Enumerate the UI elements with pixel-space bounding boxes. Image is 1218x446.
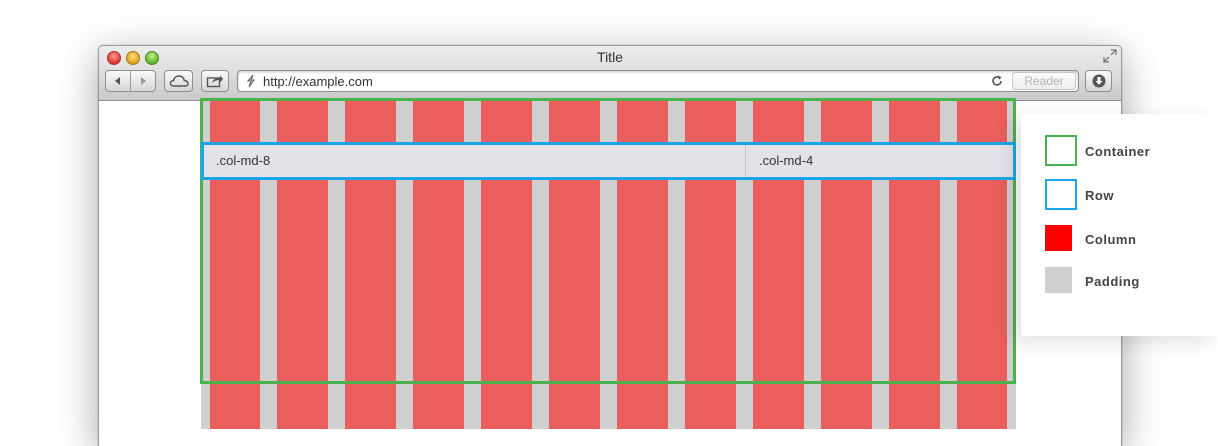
- col-md-4-label: .col-md-4: [759, 153, 814, 168]
- legend-label-row: Row: [1085, 188, 1114, 203]
- column-swatch: [1045, 225, 1072, 251]
- address-bar[interactable]: http://example.com Reader: [237, 70, 1079, 92]
- container-swatch: [1045, 135, 1077, 166]
- window-title: Title: [597, 49, 623, 65]
- zoom-window-button[interactable]: [145, 51, 159, 65]
- back-icon: [115, 77, 120, 85]
- grid-row: .col-md-8 .col-md-4: [201, 142, 1016, 180]
- reload-icon[interactable]: [990, 74, 1004, 88]
- legend-panel: Container Row Column Padding: [1021, 114, 1218, 336]
- close-window-button[interactable]: [107, 51, 121, 65]
- icloud-icon: [169, 75, 189, 87]
- legend-label-padding: Padding: [1085, 274, 1140, 289]
- title-bar: Title: [99, 46, 1121, 101]
- icloud-tabs-button[interactable]: [164, 70, 193, 92]
- fullscreen-icon[interactable]: [1103, 49, 1117, 63]
- forward-button[interactable]: [131, 71, 155, 91]
- downloads-icon: [1092, 74, 1105, 88]
- minimize-window-button[interactable]: [126, 51, 140, 65]
- col-md-8-label: .col-md-8: [216, 153, 271, 168]
- padding-swatch: [1045, 267, 1072, 293]
- downloads-button[interactable]: [1085, 70, 1112, 92]
- container-outline: [200, 98, 1016, 384]
- url-text[interactable]: http://example.com: [263, 74, 373, 89]
- legend-label-container: Container: [1085, 144, 1151, 159]
- share-button[interactable]: [201, 70, 229, 92]
- back-forward-group: [105, 70, 156, 92]
- back-button[interactable]: [106, 71, 130, 91]
- share-icon: [206, 75, 223, 88]
- nav-divider: [130, 71, 131, 91]
- row-swatch: [1045, 179, 1077, 210]
- forward-icon: [141, 77, 146, 85]
- stage: Title: [98, 45, 1218, 446]
- cell-divider: [745, 145, 746, 177]
- reader-button[interactable]: Reader: [1012, 72, 1076, 90]
- legend-label-column: Column: [1085, 232, 1137, 247]
- link-icon: [246, 74, 256, 88]
